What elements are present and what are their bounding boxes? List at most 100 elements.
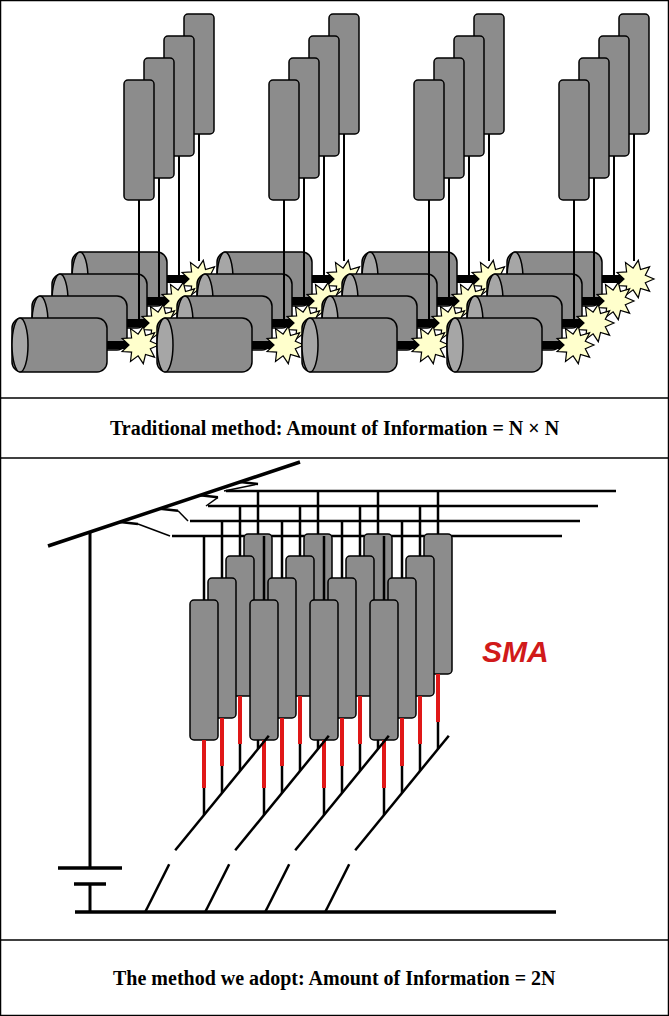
motor-end — [302, 318, 318, 372]
actuator-bar — [414, 80, 444, 200]
motor-end — [447, 318, 463, 372]
row-switch — [206, 497, 218, 506]
rod — [613, 156, 615, 283]
hanger — [263, 536, 266, 600]
sma-wire — [436, 674, 440, 722]
table-rule — [0, 457, 669, 459]
rod — [488, 134, 490, 261]
sma-wire — [202, 740, 206, 788]
part-label: SMA — [482, 635, 549, 669]
sma-wire — [280, 718, 284, 766]
lead-wire — [437, 722, 440, 749]
motor-end — [12, 318, 28, 372]
rod — [573, 200, 575, 327]
column-wire — [355, 736, 449, 850]
sma-wire — [400, 718, 404, 766]
actuator-cylinder — [310, 600, 338, 740]
row-wire — [208, 505, 598, 508]
rod — [633, 134, 635, 261]
rod — [283, 200, 285, 327]
hanger — [341, 521, 344, 578]
column-wire — [235, 736, 329, 850]
motor-body — [12, 318, 107, 372]
hanger — [383, 536, 386, 600]
lead-wire — [341, 766, 344, 793]
power-post — [89, 532, 92, 868]
hanger — [203, 536, 206, 600]
actuator-bar — [269, 80, 299, 200]
lead-wire — [299, 744, 302, 771]
battery-plate — [58, 866, 122, 870]
rod — [428, 200, 430, 327]
column-switch — [265, 864, 289, 912]
motor-body — [447, 318, 542, 372]
sma-wire — [262, 740, 266, 788]
table-rule — [0, 397, 669, 399]
rod — [138, 200, 140, 327]
lead-wire — [401, 766, 404, 793]
rod — [448, 178, 450, 305]
hanger — [257, 491, 260, 534]
hanger — [281, 521, 284, 578]
actuator-bar — [124, 80, 154, 200]
hanger — [359, 506, 362, 556]
sma-wire — [358, 696, 362, 744]
hanger — [299, 506, 302, 556]
gear-burst — [122, 326, 159, 363]
lead-wire — [221, 766, 224, 793]
row-switch — [160, 509, 178, 511]
lead-wire — [281, 766, 284, 793]
rod — [323, 156, 325, 283]
row-switch — [178, 511, 188, 521]
gear-burst — [412, 326, 449, 363]
row-switch — [240, 482, 258, 484]
rod — [158, 178, 160, 305]
lead-wire — [359, 744, 362, 771]
lead-wire — [263, 788, 266, 815]
lead-wire — [323, 788, 326, 815]
row-switch — [224, 484, 258, 491]
rod — [343, 134, 345, 261]
row-wire — [226, 490, 616, 493]
hanger — [221, 521, 224, 578]
column-switch — [145, 864, 169, 912]
hanger — [239, 506, 242, 556]
sma-wire — [382, 740, 386, 788]
column-switch — [205, 864, 229, 912]
hanger — [437, 491, 440, 534]
motor-end — [157, 318, 173, 372]
panel-caption: Traditional method: Amount of Informatio… — [110, 417, 559, 440]
sma-wire — [418, 696, 422, 744]
motor-body — [157, 318, 252, 372]
actuator-bar — [559, 80, 589, 200]
hanger — [377, 491, 380, 534]
sma-wire — [298, 696, 302, 744]
lead-wire — [419, 744, 422, 771]
row-switch — [138, 524, 170, 536]
rod — [468, 156, 470, 283]
table-rule — [0, 939, 669, 941]
rod — [593, 178, 595, 305]
actuator-cylinder — [190, 600, 218, 740]
power-post — [89, 884, 92, 912]
gear-burst — [557, 326, 594, 363]
column-wire — [175, 736, 269, 850]
sma-wire — [220, 718, 224, 766]
column-wire — [295, 736, 389, 850]
hanger — [317, 491, 320, 534]
sma-wire — [340, 718, 344, 766]
motor-body — [302, 318, 397, 372]
row-switch — [200, 495, 218, 497]
rod — [303, 178, 305, 305]
rod — [178, 156, 180, 283]
actuator-cylinder — [250, 600, 278, 740]
lead-wire — [239, 744, 242, 771]
lead-wire — [203, 788, 206, 815]
sma-wire — [238, 696, 242, 744]
column-switch — [325, 864, 349, 912]
hanger — [323, 536, 326, 600]
gear-burst — [267, 326, 304, 363]
